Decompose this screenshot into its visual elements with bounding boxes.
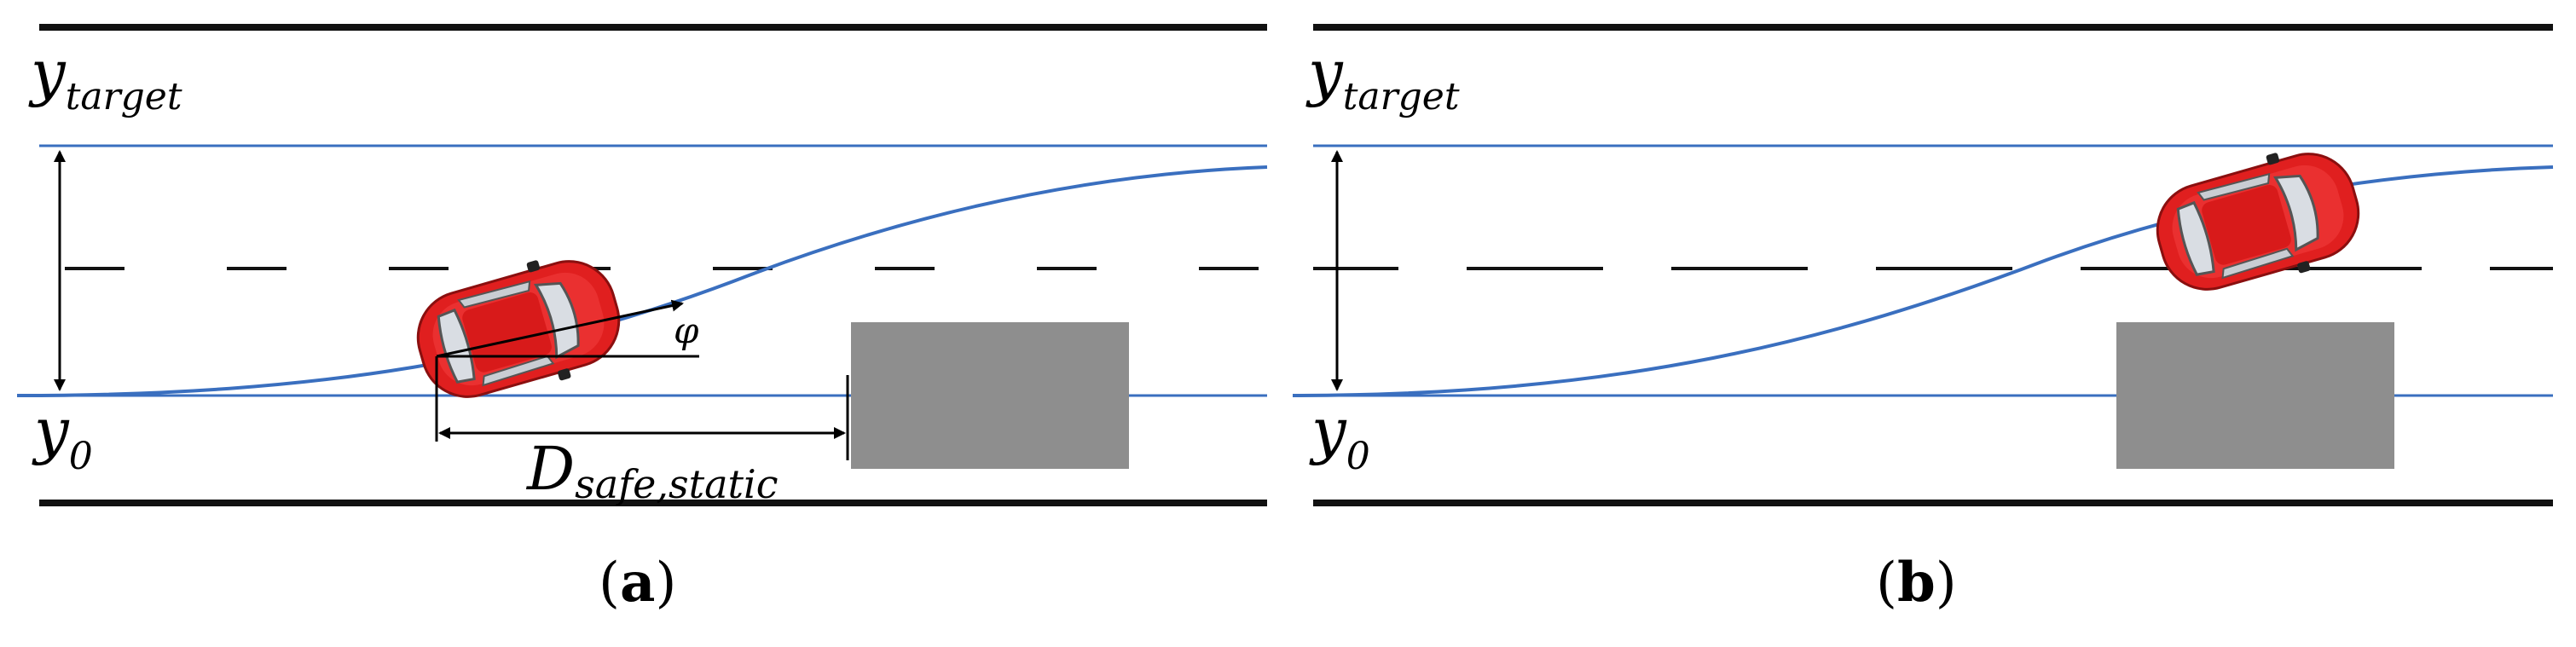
heading-arrow	[436, 299, 684, 358]
trajectory-curve	[1292, 165, 2554, 397]
y0-label: y0	[1309, 395, 1370, 478]
phi-label: φ	[674, 309, 699, 351]
dsafe-label: Dsafe,static	[525, 434, 779, 507]
ego-car	[2143, 133, 2373, 310]
y-target-label: ytarget	[1305, 37, 1460, 118]
trajectory-curve	[16, 165, 1268, 397]
panel-a: φ Dsafe,static ytarget y0 (a)	[16, 24, 1268, 615]
panel-b: ytarget y0 (b)	[1292, 24, 2554, 615]
static-obstacle	[851, 322, 1129, 469]
caption-a: (a)	[599, 551, 676, 615]
y0-label: y0	[32, 395, 93, 478]
static-obstacle	[2116, 322, 2394, 469]
caption-b: (b)	[1876, 551, 1957, 615]
y-target-label: ytarget	[28, 37, 182, 118]
